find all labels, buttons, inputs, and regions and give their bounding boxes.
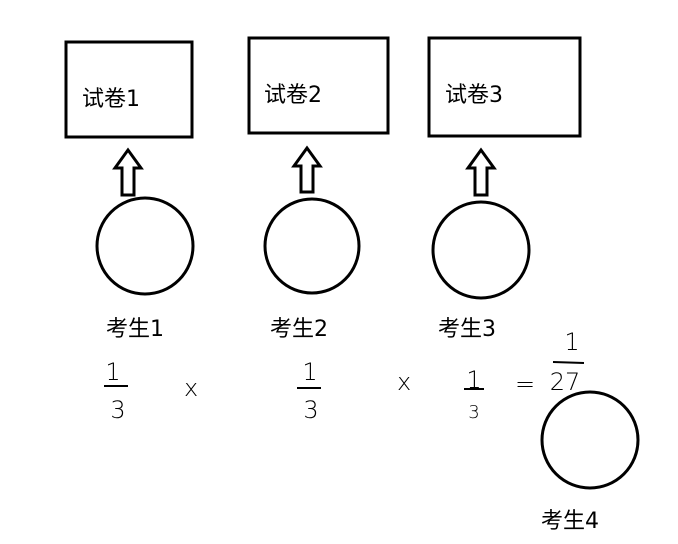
arrow-up-icon-2 — [291, 145, 323, 194]
paper-label-2: 试卷2 — [264, 83, 322, 108]
student-label-2: 考生2 — [270, 317, 328, 342]
arrow-up-icon-3 — [465, 147, 497, 197]
times-sign-1: x — [184, 374, 198, 402]
fraction-2: 1 3 — [297, 358, 321, 424]
result-fraction: 1 27 — [550, 328, 585, 396]
svg-text:1: 1 — [466, 366, 481, 394]
svg-text:1: 1 — [564, 328, 579, 356]
svg-text:27: 27 — [550, 368, 581, 396]
student-circle-2 — [263, 197, 361, 295]
paper-box-3 — [427, 36, 582, 138]
svg-text:3: 3 — [110, 396, 125, 424]
paper-box-2 — [247, 36, 390, 135]
svg-text:1: 1 — [105, 358, 120, 386]
paper-label-1: 试卷1 — [82, 87, 140, 112]
student-label-4: 考生4 — [541, 509, 599, 534]
arrow-up-icon-1 — [112, 147, 144, 197]
paper-box-1 — [64, 40, 194, 139]
svg-text:3: 3 — [303, 396, 318, 424]
fraction-3: 1 3 — [464, 366, 484, 423]
times-sign-2: x — [397, 368, 411, 396]
fraction-1: 1 3 — [104, 358, 128, 424]
svg-text:1: 1 — [302, 358, 317, 386]
student-circle-1 — [95, 196, 195, 296]
student-circle-4 — [540, 390, 640, 490]
equals-sign: = — [515, 370, 535, 398]
student-circle-3 — [431, 200, 531, 300]
student-label-1: 考生1 — [106, 317, 164, 342]
paper-label-3: 试卷3 — [445, 83, 503, 108]
svg-text:3: 3 — [468, 402, 479, 423]
student-label-3: 考生3 — [438, 317, 496, 342]
